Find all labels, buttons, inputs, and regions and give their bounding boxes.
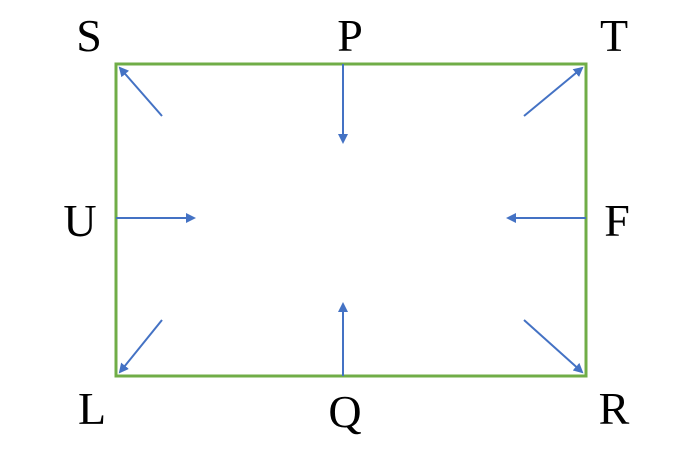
frame-rectangle [114, 62, 588, 378]
label-p: P [337, 10, 363, 61]
label-t: T [599, 10, 629, 61]
label-u: U [63, 195, 97, 246]
arrow-to-l [118, 319, 163, 374]
label-q: Q [328, 386, 362, 437]
label-r: R [598, 383, 630, 434]
arrow-to-s [118, 66, 163, 117]
arrow-to-t [523, 66, 584, 117]
arrows [116, 64, 586, 376]
arrow-to-r [523, 319, 584, 374]
label-s: S [76, 10, 102, 61]
label-l: L [77, 383, 107, 434]
label-f: F [604, 195, 630, 246]
